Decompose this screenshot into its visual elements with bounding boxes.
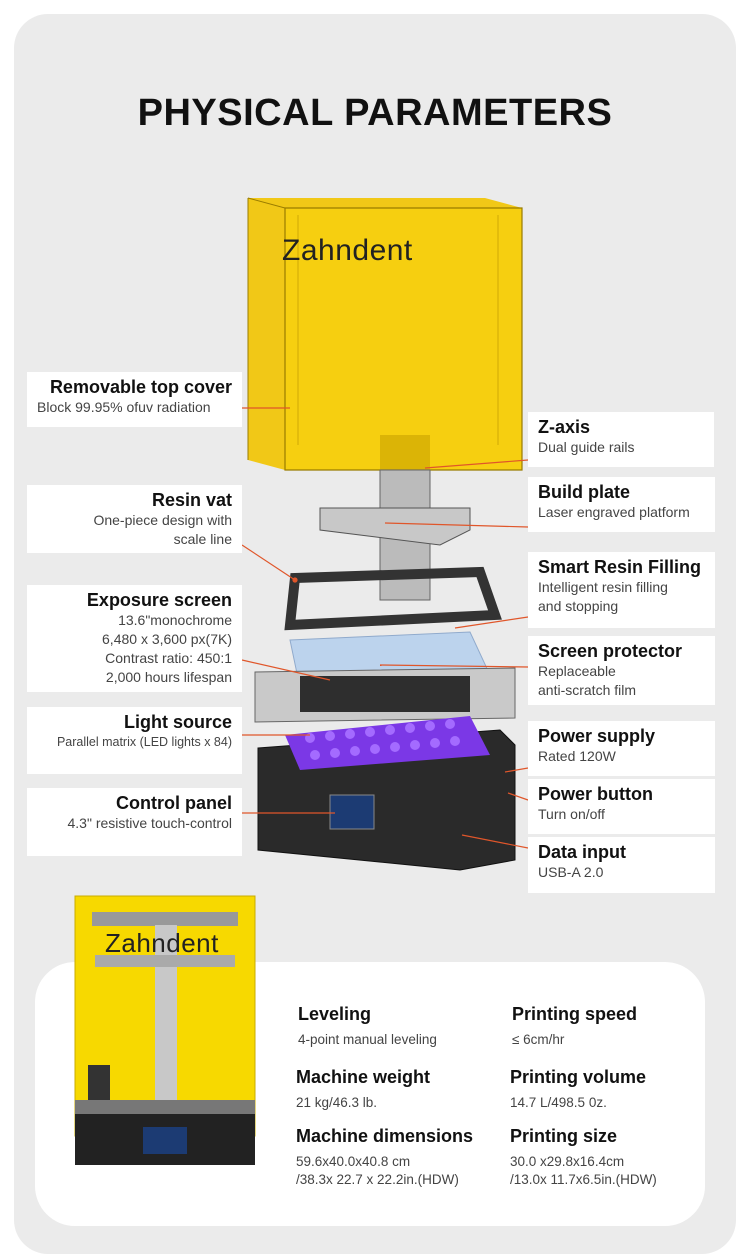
callout-removable-top-cover: Removable top cover Block 99.95% ofuv ra… [27, 372, 242, 427]
callout-title: Power supply [538, 726, 656, 746]
spec-value: 4-point manual leveling [298, 1032, 437, 1047]
spec-printing-speed: Printing speed ≤ 6cm/hr [512, 1004, 637, 1049]
callout-z-axis: Z-axis Dual guide rails [528, 412, 714, 467]
callout-power-supply: Power supply Rated 120W [528, 721, 715, 776]
spec-title: Printing volume [510, 1067, 647, 1087]
callout-title: Smart Resin Filling [538, 557, 702, 577]
callout-desc: Block 99.95% ofuv radiation [37, 399, 211, 415]
callout-desc: Laser engraved platform [538, 504, 690, 520]
callout-resin-vat: Resin vat One-piece design with scale li… [27, 485, 242, 553]
callout-power-button: Power button Turn on/off [528, 779, 715, 834]
callout-light-source: Light source Parallel matrix (LED lights… [27, 707, 242, 774]
callout-title: Screen protector [538, 641, 683, 661]
spec-value: ≤ 6cm/hr [512, 1032, 565, 1047]
spec-machine-weight: Machine weight 21 kg/46.3 lb. [296, 1067, 430, 1112]
callout-desc: Replaceable anti-scratch film [538, 663, 637, 698]
callout-title: Removable top cover [49, 377, 232, 397]
callout-desc: Intelligent resin filling and stopping [538, 579, 668, 614]
callout-desc: One-piece design with scale line [93, 512, 232, 547]
spec-printing-volume: Printing volume 14.7 L/498.5 0z. [510, 1067, 646, 1112]
callout-title: Control panel [116, 793, 232, 813]
spec-title: Machine weight [296, 1067, 431, 1087]
callout-smart-resin-filling: Smart Resin Filling Intelligent resin fi… [528, 552, 715, 628]
callout-exposure-screen: Exposure screen 13.6"monochrome 6,480 x … [27, 585, 242, 692]
page-title: PHYSICAL PARAMETERS [137, 92, 613, 134]
callout-control-panel: Control panel 4.3" resistive touch-contr… [27, 788, 242, 856]
top-cover-illustration [247, 197, 523, 471]
callout-title: Power button [538, 784, 653, 804]
spec-title: Printing speed [512, 1004, 638, 1024]
callout-title: Z-axis [538, 417, 591, 437]
spec-value: 59.6x40.0x40.8 cm /38.3x 22.7 x 22.2in.(… [296, 1154, 459, 1187]
spec-machine-dimensions: Machine dimensions 59.6x40.0x40.8 cm /38… [296, 1126, 473, 1189]
callout-desc: Dual guide rails [538, 439, 635, 455]
spec-title: Leveling [298, 1004, 372, 1024]
callout-desc: USB-A 2.0 [538, 864, 604, 880]
spec-value: 21 kg/46.3 lb. [296, 1095, 378, 1110]
spec-leveling: Leveling 4-point manual leveling [298, 1004, 437, 1049]
spec-value: 14.7 L/498.5 0z. [510, 1095, 607, 1110]
callout-title: Light source [123, 712, 232, 732]
callout-screen-protector: Screen protector Replaceable anti-scratc… [528, 636, 715, 705]
callout-title: Exposure screen [86, 590, 232, 610]
callout-title: Resin vat [151, 490, 232, 510]
brand-logo-small: Zahndent [105, 928, 219, 958]
brand-logo: Zahndent [282, 234, 413, 267]
spec-value: 30.0 x29.8x16.4cm /13.0x 11.7x6.5in.(HDW… [510, 1154, 657, 1187]
callout-title: Data input [538, 842, 626, 862]
spec-title: Machine dimensions [296, 1126, 474, 1146]
callout-data-input: Data input USB-A 2.0 [528, 837, 715, 893]
callout-title: Build plate [538, 482, 631, 502]
spec-title: Printing size [510, 1126, 618, 1146]
callout-desc: Rated 120W [538, 748, 616, 764]
callout-desc: 4.3" resistive touch-control [67, 815, 233, 831]
callout-desc: Parallel matrix (LED lights x 84) [56, 735, 232, 749]
callout-desc: Turn on/off [538, 806, 605, 822]
callout-build-plate: Build plate Laser engraved platform [528, 477, 715, 532]
spec-printing-size: Printing size 30.0 x29.8x16.4cm /13.0x 1… [510, 1126, 657, 1189]
callout-desc: 13.6"monochrome 6,480 x 3,600 px(7K) Con… [102, 612, 232, 685]
